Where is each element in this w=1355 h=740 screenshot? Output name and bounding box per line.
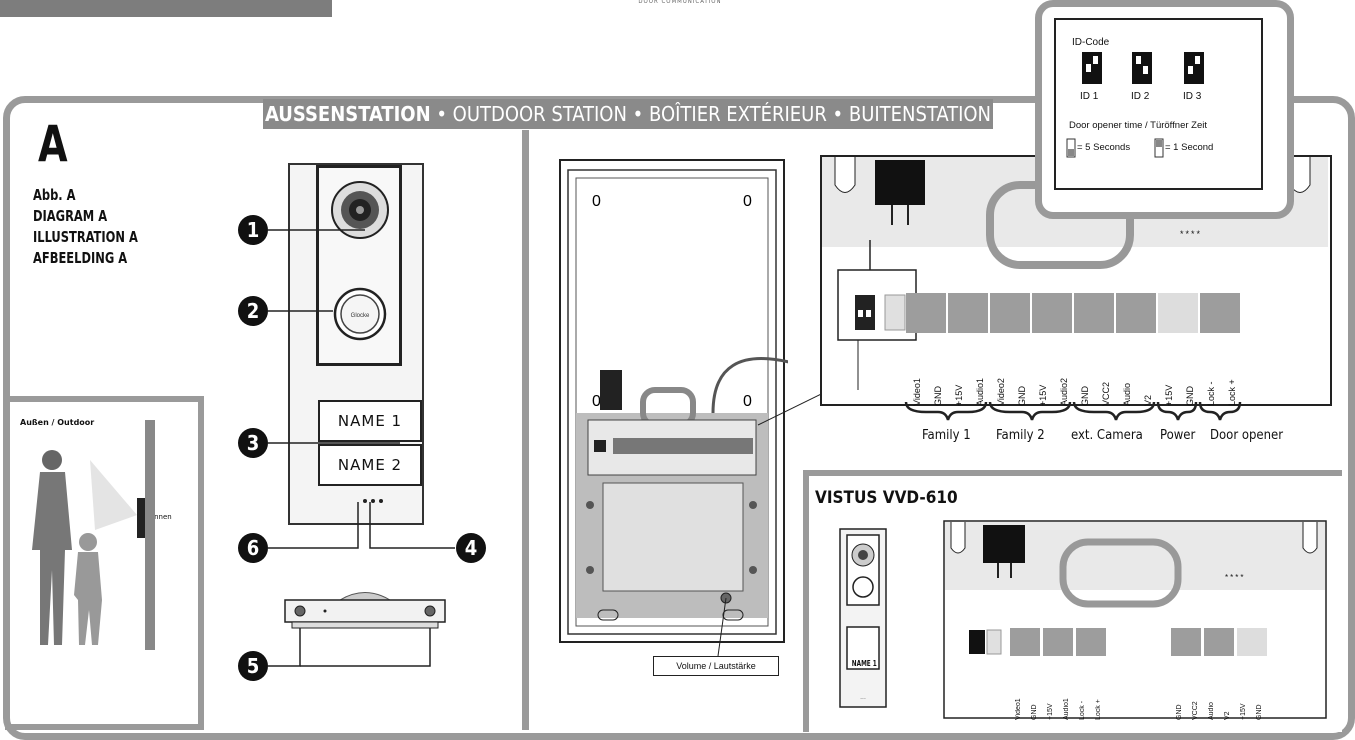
caption-line: Abb. A <box>33 186 76 204</box>
svg-text:0: 0 <box>592 193 601 210</box>
caption-line: DIAGRAM A <box>33 207 108 225</box>
vistus-name-plate: NAME 1 <box>851 659 877 668</box>
vistus-terminal-labels-b: GND VCC2 Audio V2 +15V GND <box>1171 660 1271 720</box>
callout-3: 3 <box>238 428 268 458</box>
housing-back-view: 0 0 0 0 <box>559 159 788 657</box>
opener-switch-icons <box>1066 138 1164 158</box>
id-label-1: ID 1 <box>1080 91 1099 102</box>
pcb-stars: **** <box>1180 229 1203 239</box>
inside-label: Innen <box>152 513 172 521</box>
group-label-family-2: Family 2 <box>996 428 1045 443</box>
sensor-bottom-view <box>284 592 446 629</box>
header-bar <box>0 0 332 17</box>
caption-line: ILLUSTRATION A <box>33 228 138 246</box>
svg-text:0: 0 <box>743 393 752 410</box>
wall-station <box>137 498 145 538</box>
vistus-panel: ... <box>839 528 887 708</box>
terminal-label: GND <box>1255 704 1263 720</box>
volume-label: Volume / Lautstärke <box>653 656 779 676</box>
name-plate-1: NAME 1 <box>318 400 422 442</box>
vistus-title: VISTUS VVD-610 <box>815 488 958 508</box>
mic-holes <box>363 499 383 503</box>
terminal-label: Lock - <box>1078 700 1086 720</box>
terminal-label: +15V <box>1046 703 1054 720</box>
callout-2: 2 <box>238 296 268 326</box>
terminal-label: Video1 <box>1014 698 1022 720</box>
child-head <box>79 533 97 551</box>
mounting-scene-frame <box>5 396 204 730</box>
svg-text:0: 0 <box>592 393 601 410</box>
vistus-stars: **** <box>1225 573 1246 582</box>
id-label-2: ID 2 <box>1131 91 1150 102</box>
bell-text: Glocke <box>351 313 370 319</box>
door-opener-time-title: Door opener time / Türöffner Zeit <box>1069 120 1207 131</box>
brand-tagline: DOOR COMMUNICATION <box>638 0 722 5</box>
id-code-box <box>1054 18 1263 190</box>
title-bold: AUSSENSTATION <box>264 102 431 126</box>
child-body <box>74 552 102 645</box>
terminal-label: GND <box>1030 704 1038 720</box>
vistus-terminal-labels-a: Video1 GND +15V Audio1 Lock - Lock + <box>1010 660 1110 720</box>
diagram-caption: Abb. A DIAGRAM A ILLUSTRATION A AFBEELDI… <box>33 185 138 269</box>
section-divider <box>522 130 529 730</box>
vistus-pcb <box>943 520 1327 719</box>
section-letter: A <box>38 115 68 173</box>
camera-view-cone <box>90 460 137 530</box>
title-rest: • OUTDOOR STATION • BOÎTIER EXTÉRIEUR • … <box>430 102 992 126</box>
outdoor-label: Außen / Outdoor <box>20 418 95 427</box>
camera-lens <box>331 181 389 239</box>
person-illustration <box>32 420 155 650</box>
opener-option-5s: = 5 Seconds <box>1077 142 1131 153</box>
id-code-title: ID-Code <box>1072 37 1110 48</box>
terminal-label: V2 <box>1223 711 1231 720</box>
terminal-label: Audio1 <box>1062 698 1070 720</box>
group-label-family-1: Family 1 <box>922 428 971 443</box>
group-label-door-opener: Door opener <box>1210 428 1284 443</box>
terminal-label: GND <box>1175 704 1183 720</box>
wall <box>145 420 155 650</box>
callout-5: 5 <box>238 651 268 681</box>
terminal-label: VCC2 <box>1191 701 1199 720</box>
adult-head <box>42 450 62 470</box>
bell-button: Glocke <box>333 287 387 341</box>
callout-1: 1 <box>238 215 268 245</box>
opener-option-1s: = 1 Second <box>1165 142 1214 153</box>
caption-line: AFBEELDING A <box>33 249 128 267</box>
id-label-3: ID 3 <box>1183 91 1202 102</box>
callout-6: 6 <box>238 533 268 563</box>
terminal-label: +15V <box>1239 703 1247 720</box>
name-plate-2: NAME 2 <box>318 444 422 486</box>
svg-text:...: ... <box>860 694 866 701</box>
callout-4: 4 <box>456 533 486 563</box>
dip-switch-icons <box>1082 52 1204 84</box>
group-label-ext-camera: ext. Camera <box>1071 428 1143 443</box>
terminal-label: Audio <box>1207 702 1215 720</box>
svg-text:0: 0 <box>743 193 752 210</box>
title-banner: AUSSENSTATION • OUTDOOR STATION • BOÎTIE… <box>263 99 993 129</box>
terminal-label: Lock + <box>1094 699 1102 720</box>
adult-body <box>32 472 72 645</box>
group-label-power: Power <box>1160 428 1196 443</box>
